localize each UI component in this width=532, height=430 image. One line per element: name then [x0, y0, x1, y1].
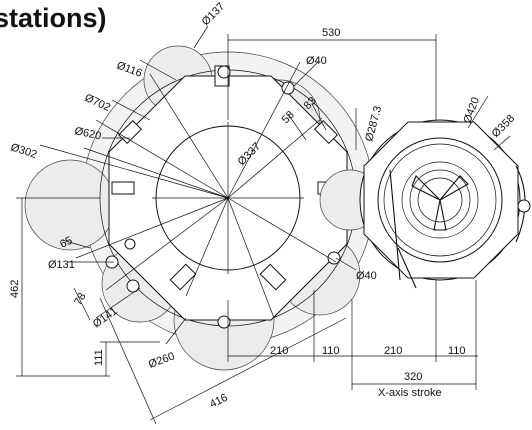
hole-top: [217, 65, 231, 79]
spindle-guide-left: [389, 169, 401, 281]
label-462: 462: [9, 280, 21, 298]
label-dia-40-bottom: Ø40: [356, 270, 377, 282]
slot-upper-right: [313, 119, 339, 145]
label-530: 530: [322, 27, 340, 39]
label-dia-131: Ø131: [48, 259, 75, 271]
slot-left: [111, 181, 135, 195]
label-dia-302: Ø302: [9, 141, 38, 161]
label-dia-40-top: Ø40: [306, 55, 327, 67]
label-dia-358: Ø358: [490, 113, 518, 141]
hole-mid-left: [124, 238, 136, 250]
label-78: 78: [72, 291, 89, 308]
spindle-side-hole: [517, 199, 531, 213]
label-65: 65: [58, 235, 74, 251]
slot-lower-left: [169, 263, 197, 291]
radial-lines: [39, 61, 337, 319]
slot-lower-right: [259, 263, 287, 291]
hole-lower-left: [126, 279, 140, 293]
spindle-ring-2: [383, 143, 497, 257]
spindle-unit: [359, 119, 531, 289]
spindle-blades: [411, 175, 469, 231]
label-x-axis-stroke: X-axis stroke: [378, 387, 442, 399]
spindle-ring-3: [401, 161, 479, 239]
label-dia-141: Ø141: [91, 305, 120, 330]
label-dia-620: Ø620: [73, 125, 102, 142]
label-111: 111: [93, 349, 105, 366]
label-110-left: 110: [322, 345, 340, 357]
label-416: 416: [208, 392, 230, 411]
spindle-ring-5: [417, 177, 463, 223]
label-110-right: 110: [448, 345, 466, 357]
hole-right: [327, 251, 341, 265]
label-dia-116: Ø116: [115, 60, 144, 80]
label-dia-137: Ø137: [200, 1, 228, 29]
dimension-lines: [16, 25, 511, 425]
spindle-guide-lower: [397, 247, 417, 289]
label-210-right: 210: [384, 345, 402, 357]
label-320: 320: [404, 371, 422, 383]
label-dia-702: Ø702: [83, 92, 112, 114]
hole-bottom: [217, 315, 231, 329]
page-title: stations): [0, 3, 107, 33]
label-dia-260: Ø260: [147, 350, 176, 370]
label-dia-287: Ø287.3: [363, 105, 384, 143]
label-210-left: 210: [270, 345, 288, 357]
